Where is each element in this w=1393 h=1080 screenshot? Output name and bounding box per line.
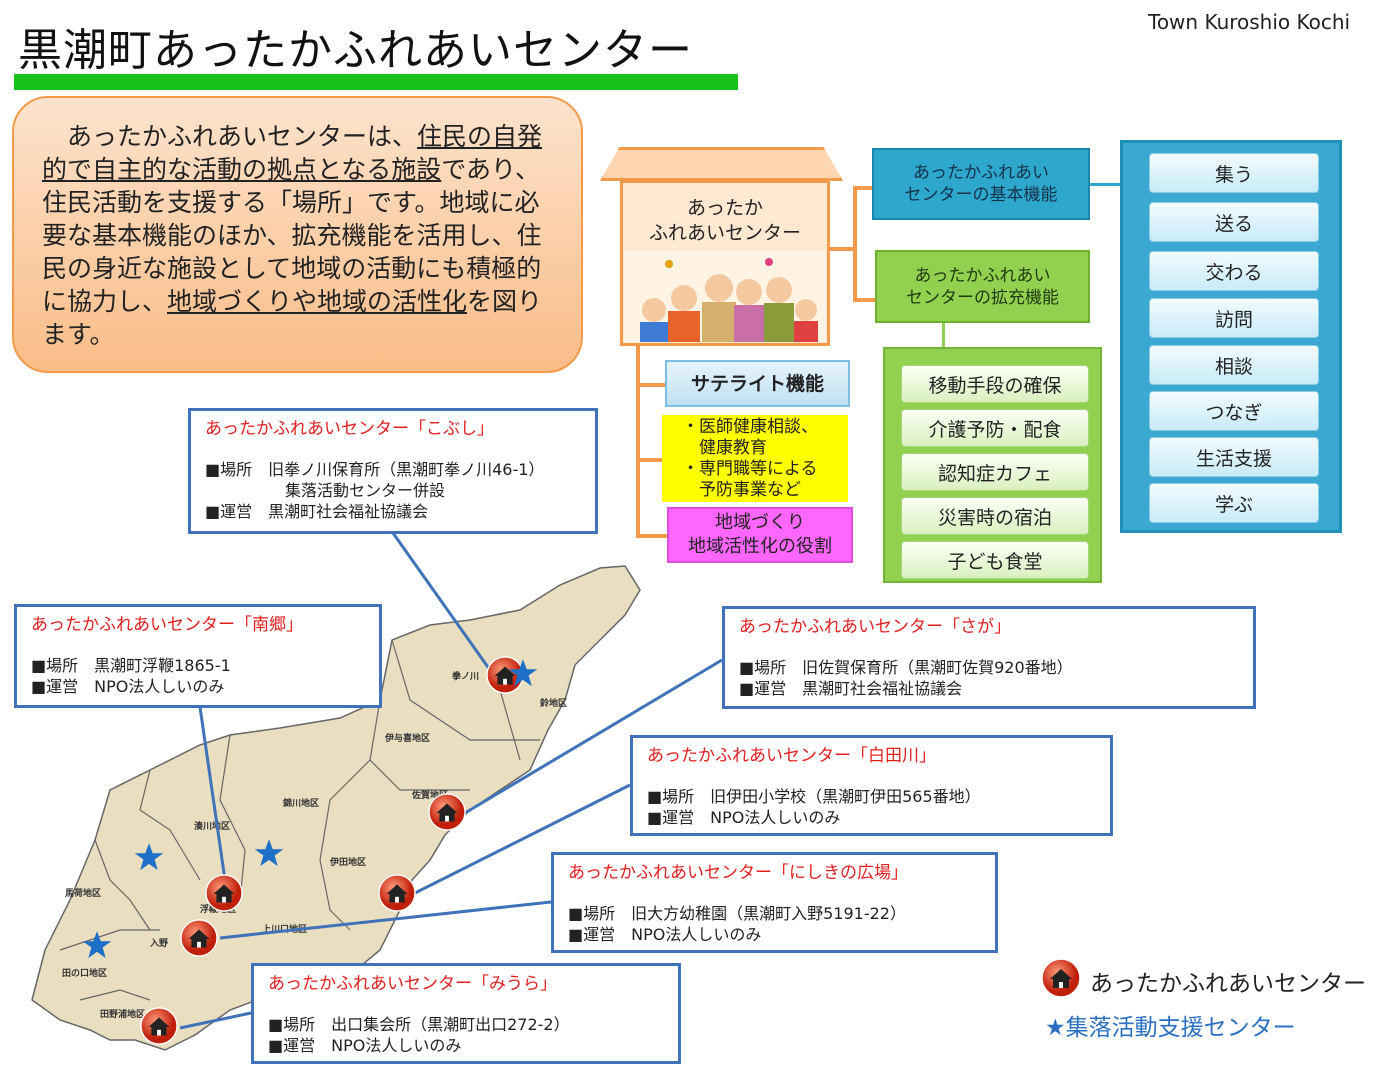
house-label-line: ふれあいセンター <box>648 222 801 244</box>
intro-text: あったかふれあいセンターは、 <box>42 122 418 151</box>
connector-line <box>830 247 855 251</box>
basic-item: 集う <box>1149 153 1319 193</box>
satellite-item: ・医師健康相談、 <box>682 417 818 437</box>
community-role-box: 地域づくり地域活性化の役割 <box>667 507 853 563</box>
satellite-item: 予防事業など <box>682 480 801 500</box>
center-name: あったかふれあいセンター「南郷」 <box>31 615 303 635</box>
center-operator: ■運営 黒潮町社会福祉協議会 <box>739 679 963 698</box>
center-location: ■場所 出口集会所（黒潮町出口272-2） <box>268 1015 570 1034</box>
people-figures <box>640 258 818 342</box>
center-name: あったかふれあいセンター「こぶし」 <box>205 419 494 439</box>
title-underline-bar <box>14 74 738 90</box>
legend-center-icon <box>1041 958 1081 998</box>
connector-line <box>942 323 945 348</box>
intro-text: を図ります。 <box>42 287 543 349</box>
center-marker-icon <box>140 1007 178 1045</box>
expanded-item: 災害時の宿泊 <box>901 497 1089 535</box>
basic-item: 訪問 <box>1149 298 1319 338</box>
connector-line <box>636 534 667 538</box>
basic-item: つなぎ <box>1149 391 1319 431</box>
expanded-item: 認知症カフェ <box>901 453 1089 491</box>
basic-item: 相談 <box>1149 345 1319 385</box>
intro-panel: あったかふれあいセンターは、住民の自発的で自主的な活動の拠点となる施設であり、住… <box>12 96 583 373</box>
district-label: 馬荷地区 <box>64 887 101 899</box>
intro-emphasis: 住民の自発的で自主的な活動の拠点となる施設 <box>42 122 543 184</box>
center-location: ■場所 旧拳ノ川保育所（黒潮町拳ノ川46-1） <box>205 460 545 479</box>
basic-functions-box: あったかふれあいセンターの基本機能 <box>872 148 1090 220</box>
center-marker-icon <box>180 919 218 957</box>
basic-item: 学ぶ <box>1149 483 1319 523</box>
center-marker-icon <box>428 793 466 831</box>
people-illustration <box>624 250 826 342</box>
connector-line <box>853 186 857 301</box>
expanded-item: 移動手段の確保 <box>901 365 1089 403</box>
center-callout-nango: あったかふれあいセンター「南郷」 ■場所 黒潮町浮鞭1865-1 ■運営 NPO… <box>14 604 382 708</box>
district-label: 錦川地区 <box>282 797 319 809</box>
connector-line <box>636 345 640 538</box>
center-location: ■場所 旧大方幼稚園（黒潮町入野5191-22） <box>568 904 906 923</box>
box-label-line: センターの基本機能 <box>904 185 1058 205</box>
expanded-item: 子ども食堂 <box>901 541 1089 579</box>
expanded-item: 介護予防・配食 <box>901 409 1089 447</box>
house-label-line: あったか <box>686 197 763 219</box>
satellite-items-box: ・医師健康相談、 健康教育 ・専門職等による 予防事業など <box>662 415 848 502</box>
district-label: 伊田地区 <box>329 856 366 868</box>
center-operator: ■運営 NPO法人しいのみ <box>568 925 762 944</box>
box-label-line: センターの拡充機能 <box>906 287 1059 308</box>
center-callout-miura: あったかふれあいセンター「みうら」 ■場所 出口集会所（黒潮町出口272-2） … <box>251 963 681 1064</box>
satellite-item: 健康教育 <box>682 438 767 458</box>
center-name: あったかふれあいセンター「にしきの広場」 <box>568 863 908 883</box>
star-icon <box>82 931 112 959</box>
connector-line <box>1090 183 1122 186</box>
district-label: 伊与喜地区 <box>384 732 430 744</box>
box-label-line: 地域活性化の役割 <box>688 536 832 557</box>
center-location: ■場所 黒潮町浮鞭1865-1 <box>31 656 231 675</box>
expanded-functions-box: あったかふれあいセンターの拡充機能 <box>875 250 1090 323</box>
center-callout-saga: あったかふれあいセンター「さが」 ■場所 旧佐賀保育所（黒潮町佐賀920番地） … <box>722 606 1256 709</box>
expanded-functions-list: 移動手段の確保 介護予防・配食 認知症カフェ 災害時の宿泊 子ども食堂 <box>883 347 1102 583</box>
intro-emphasis: 地域づくりや地域の活性化 <box>167 287 468 316</box>
legend-support-label: ★集落活動支援センター <box>1045 1015 1296 1041</box>
basic-functions-list: 集う 送る 交わる 訪問 相談 つなぎ 生活支援 学ぶ <box>1120 140 1342 533</box>
intro-text: であり、住民活動を支援する「場所」です。地域に必要な基本機能のほか、拡充機能を活… <box>42 155 542 316</box>
basic-item: 交わる <box>1149 251 1319 291</box>
connector-line <box>636 458 663 462</box>
district-label: 入野 <box>149 938 168 949</box>
center-location-note: 集落活動センター併設 <box>205 481 446 500</box>
legend-center-label: あったかふれあいセンター <box>1090 971 1366 997</box>
center-location: ■場所 旧佐賀保育所（黒潮町佐賀920番地） <box>739 658 1073 677</box>
house-roof <box>600 147 843 181</box>
basic-item: 送る <box>1149 202 1319 242</box>
center-marker-icon <box>205 874 243 912</box>
page-title: 黒潮町あったかふれあいセンター <box>18 25 693 76</box>
center-name: あったかふれあいセンター「みうら」 <box>268 974 557 994</box>
star-icon <box>134 843 164 871</box>
box-label-line: あったかふれあい <box>913 163 1049 183</box>
satellite-item: ・専門職等による <box>682 459 818 479</box>
basic-item: 生活支援 <box>1149 437 1319 477</box>
connector-line <box>853 186 873 190</box>
center-callout-kobushi: あったかふれあいセンター「こぶし」 ■場所 旧拳ノ川保育所（黒潮町拳ノ川46-1… <box>188 408 598 534</box>
center-operator: ■運営 NPO法人しいのみ <box>31 677 225 696</box>
center-operator: ■運営 黒潮町社会福祉協議会 <box>205 502 429 521</box>
box-label-line: あったかふれあい <box>914 265 1051 286</box>
satellite-function-box: サテライト機能 <box>665 360 850 407</box>
district-label: 田野浦地区 <box>100 1008 145 1020</box>
connector-line <box>853 298 875 302</box>
center-name: あったかふれあいセンター「さが」 <box>739 617 1011 637</box>
district-label: 田の口地区 <box>62 967 107 979</box>
connector-line <box>636 383 666 387</box>
star-icon <box>254 839 284 867</box>
box-label-line: 地域づくり <box>715 512 805 533</box>
house-label: あったかふれあいセンター <box>620 196 830 246</box>
town-name: Town Kuroshio Kochi <box>1148 10 1351 34</box>
center-operator: ■運営 NPO法人しいのみ <box>268 1036 462 1055</box>
center-marker-icon <box>378 874 416 912</box>
